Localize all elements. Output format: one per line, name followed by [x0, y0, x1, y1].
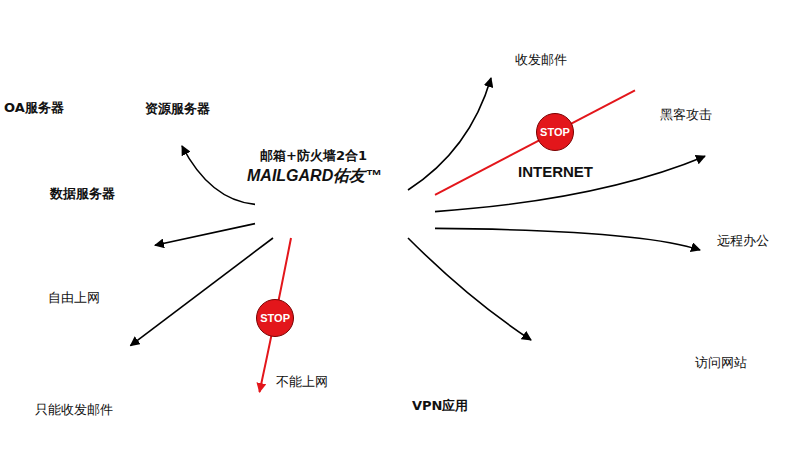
connector-arrow [155, 224, 255, 246]
connector-arrow [408, 238, 531, 340]
laptop-group: 只能收发邮件 [20, 340, 150, 396]
firewall-device: 邮箱+防火墙2合1MAILGARD佑友™ [255, 190, 435, 238]
connector-arrow [435, 228, 700, 250]
ellipse-outline [15, 225, 155, 283]
server-icons [22, 112, 146, 174]
stop-sign: STOP [536, 113, 574, 151]
ellipse-outline [210, 392, 320, 440]
node-label: INTERNET [518, 163, 593, 181]
ellipse-outline [20, 340, 150, 396]
worker-icons [460, 14, 790, 194]
pc-icons [31, 233, 279, 431]
node-label: MAILGARD佑友™ [247, 166, 381, 185]
laptop-icons [48, 354, 120, 378]
remote-node: 远程办公 [705, 125, 795, 250]
connector-arrow [435, 90, 635, 194]
node-label: 资源服务器 [145, 101, 210, 117]
node-label: 数据服务器 [50, 186, 115, 202]
node-label: VPN应用 [412, 398, 468, 414]
node-label: 只能收发邮件 [35, 402, 113, 418]
node-label: 收发邮件 [515, 52, 567, 68]
connector-arrow [131, 238, 274, 346]
pc-group: 自由上网 [15, 225, 155, 283]
blocked-group: 不能上网 [210, 392, 320, 440]
connector-arrow [408, 78, 491, 190]
node-label: 不能上网 [276, 374, 328, 390]
device-outline [255, 190, 435, 238]
node-label: 远程办公 [717, 233, 769, 249]
node-label: 邮箱+防火墙2合1 [260, 148, 367, 164]
node-label: 自由上网 [48, 290, 100, 306]
ellipse-outline [485, 340, 715, 452]
stop-sign: STOP [256, 299, 294, 337]
building-icon [690, 246, 780, 340]
user-node: 收发邮件 [455, 8, 575, 78]
website-node: 访问网站 [675, 250, 775, 375]
node-label: OA服务器 [4, 100, 64, 116]
connector-arrow [182, 146, 255, 204]
hacker-node: 黑客攻击 [635, 5, 735, 127]
connector-arrow [435, 156, 705, 211]
internet-cloud: INTERNET [400, 115, 620, 245]
vpn-network [510, 358, 686, 435]
node-label: 黑客攻击 [660, 107, 712, 123]
vpn-group: VPN应用 [485, 340, 715, 452]
server-group: OA服务器资源服务器数据服务器 [8, 95, 182, 180]
node-label: 访问网站 [695, 355, 747, 371]
